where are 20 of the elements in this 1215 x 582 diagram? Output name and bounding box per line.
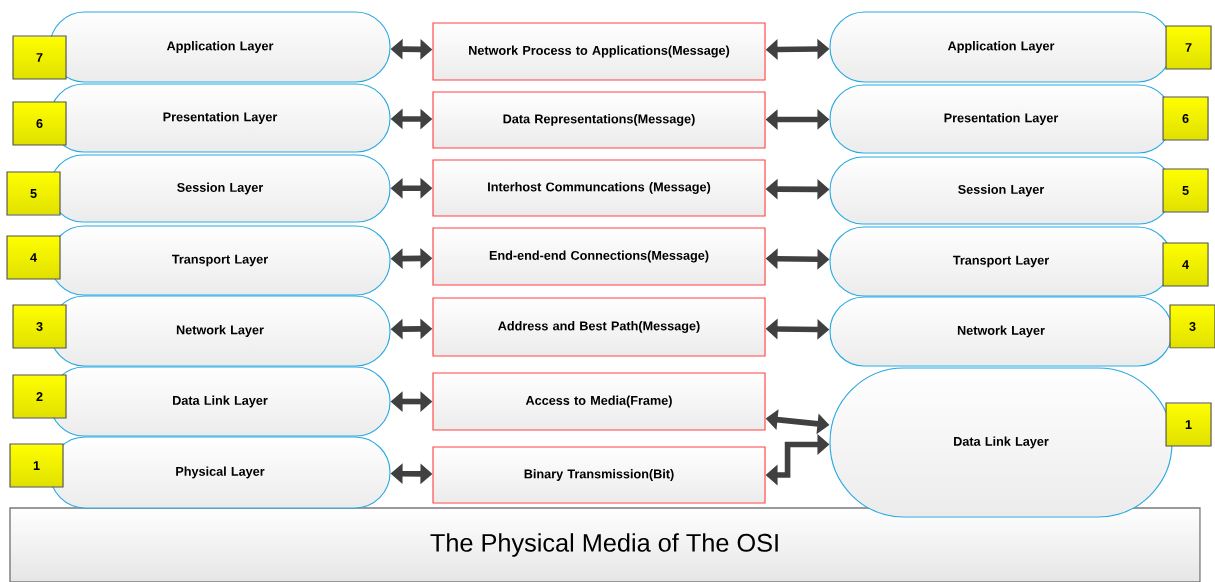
layer-number-badge: 1	[1165, 402, 1212, 447]
layer-number-badge: 5	[1162, 168, 1209, 213]
layer-number-badge: 3	[1169, 304, 1215, 349]
layer-number-badge: 7	[1165, 25, 1212, 70]
function-box: Network Process to Applications(Message)	[432, 22, 766, 81]
layer-number-badge: 6	[1162, 96, 1209, 141]
layer-number-badge: 1	[9, 443, 64, 488]
layer-number-badge: 5	[6, 171, 61, 216]
layer-number-badge: 6	[12, 101, 67, 146]
layer-number-badge: 2	[12, 374, 67, 419]
layer-number-badge: 3	[12, 304, 67, 349]
function-box: Address and Best Path(Message)	[432, 297, 766, 357]
function-box: Binary Transmission(Bit)	[432, 446, 766, 504]
layer-number-badge: 4	[6, 235, 61, 280]
function-box: Data Representations(Message)	[432, 91, 766, 149]
function-box: Access to Media(Frame)	[432, 372, 766, 431]
function-box: Interhost Communcations (Message)	[432, 159, 766, 217]
layer-number-badge: 7	[12, 35, 67, 80]
layer-number-badge: 4	[1162, 242, 1209, 287]
function-box: End-end-end Connections(Message)	[432, 227, 766, 286]
